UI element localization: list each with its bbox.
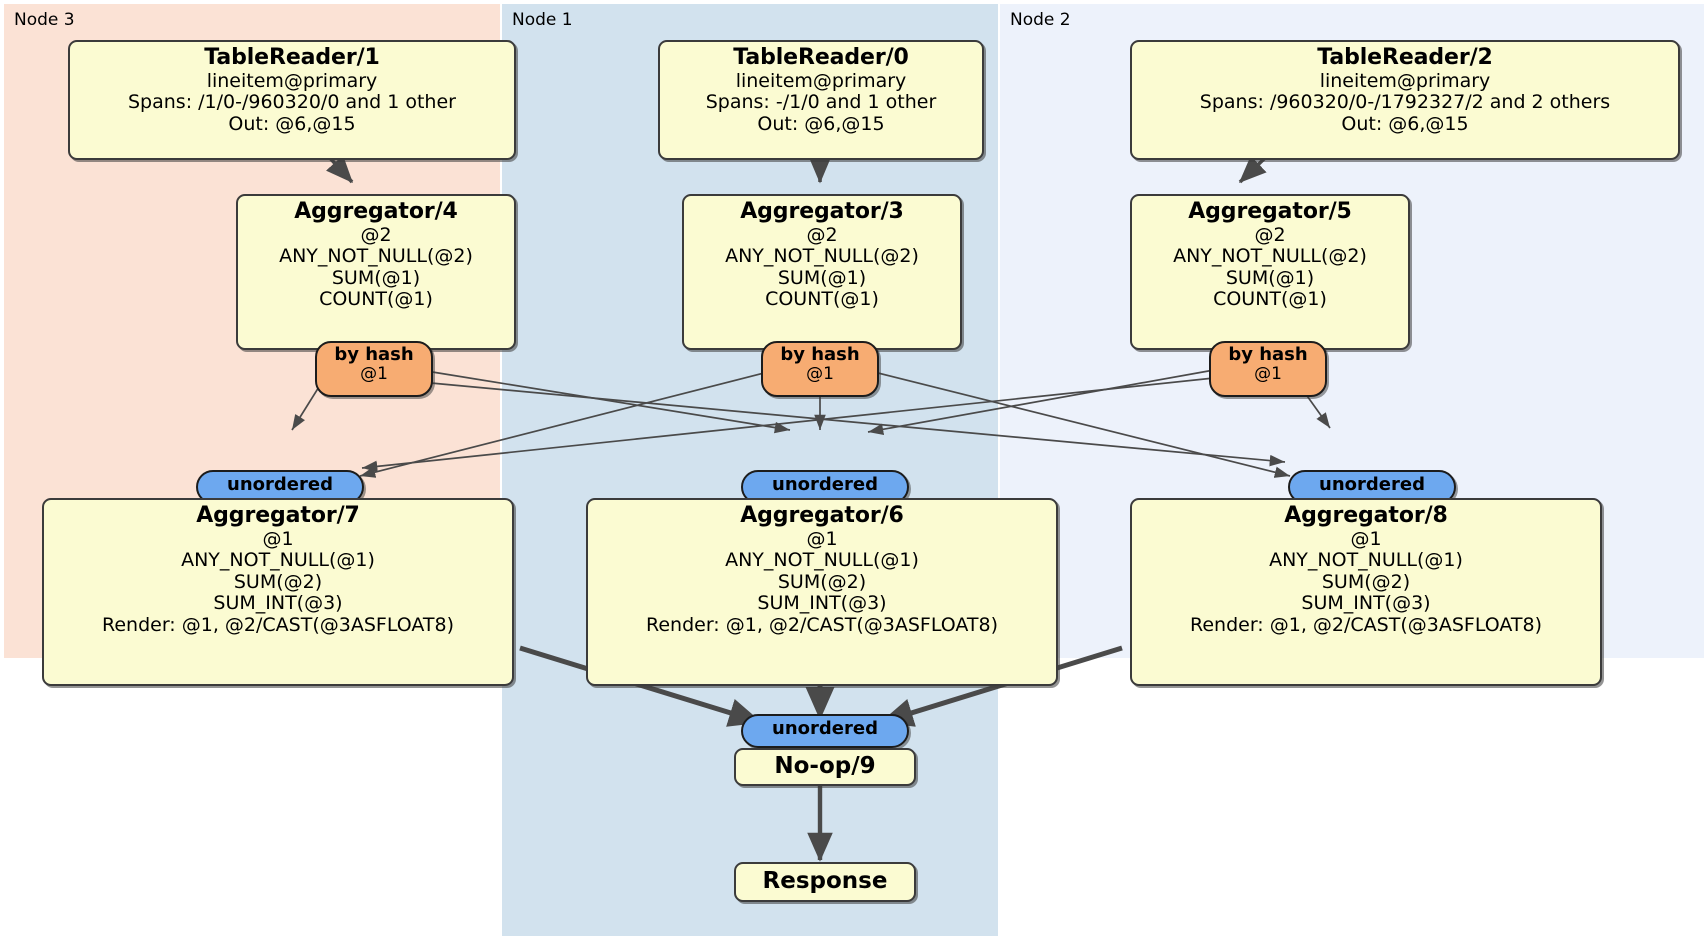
processor-line: ANY_NOT_NULL(@2) [1173, 245, 1367, 268]
processor-line: ANY_NOT_NULL(@1) [1269, 549, 1463, 572]
router-by-hash-left[interactable]: by hash @1 [315, 341, 433, 397]
processor-line: SUM(@1) [1225, 266, 1315, 289]
processor-line: Out: @6,@15 [228, 112, 356, 135]
processor-line: Spans: /1/0-/960320/0 and 1 other [128, 91, 456, 114]
processor-line: ANY_NOT_NULL(@2) [279, 245, 473, 268]
processor-box-aggregator-4[interactable]: Aggregator/4 @2 ANY_NOT_NULL(@2) SUM(@1)… [236, 194, 516, 350]
processor-line: SUM_INT(@3) [213, 592, 343, 615]
processor-line: @2 [360, 223, 392, 246]
router-title: unordered [1319, 474, 1425, 495]
processor-line: ANY_NOT_NULL(@2) [725, 245, 919, 268]
processor-line: SUM(@2) [1321, 570, 1411, 593]
processor-title: Aggregator/6 [740, 503, 904, 528]
processor-box-tablereader-1[interactable]: TableReader/1 lineitem@primary Spans: /1… [68, 40, 516, 160]
processor-box-noop-9[interactable]: No-op/9 [734, 748, 916, 786]
processor-line: lineitem@primary [735, 69, 907, 92]
node-panel-label-node3: Node 3 [14, 10, 75, 30]
processor-line: lineitem@primary [206, 69, 378, 92]
processor-line: Spans: -/1/0 and 1 other [705, 91, 937, 114]
processor-line: @2 [806, 223, 838, 246]
processor-line: SUM(@2) [777, 570, 867, 593]
router-sub: @1 [806, 364, 834, 385]
processor-box-aggregator-5[interactable]: Aggregator/5 @2 ANY_NOT_NULL(@2) SUM(@1)… [1130, 194, 1410, 350]
processor-line: ANY_NOT_NULL(@1) [181, 549, 375, 572]
processor-box-aggregator-7[interactable]: Aggregator/7 @1 ANY_NOT_NULL(@1) SUM(@2)… [42, 498, 514, 686]
processor-line: COUNT(@1) [765, 288, 879, 311]
processor-title: Aggregator/8 [1284, 503, 1448, 528]
processor-line: COUNT(@1) [1213, 288, 1327, 311]
processor-title: Aggregator/3 [740, 199, 904, 224]
router-by-hash-center[interactable]: by hash @1 [761, 341, 879, 397]
router-sub: @1 [360, 364, 388, 385]
processor-line: SUM(@1) [331, 266, 421, 289]
processor-line: SUM_INT(@3) [757, 592, 887, 615]
processor-box-tablereader-0[interactable]: TableReader/0 lineitem@primary Spans: -/… [658, 40, 984, 160]
processor-line: @2 [1254, 223, 1286, 246]
processor-box-aggregator-3[interactable]: Aggregator/3 @2 ANY_NOT_NULL(@2) SUM(@1)… [682, 194, 962, 350]
processor-title: Response [762, 868, 888, 894]
processor-title: Aggregator/5 [1188, 199, 1352, 224]
router-sub: @1 [1254, 364, 1282, 385]
router-title: by hash [780, 344, 860, 365]
processor-line: SUM(@1) [777, 266, 867, 289]
router-title: by hash [1228, 344, 1308, 365]
processor-box-aggregator-8[interactable]: Aggregator/8 @1 ANY_NOT_NULL(@1) SUM(@2)… [1130, 498, 1602, 686]
processor-line: Render: @1, @2/CAST(@3ASFLOAT8) [102, 613, 454, 636]
processor-line: ANY_NOT_NULL(@1) [725, 549, 919, 572]
processor-line: Out: @6,@15 [1341, 112, 1469, 135]
router-unordered-final[interactable]: unordered [741, 714, 909, 748]
processor-title: TableReader/0 [733, 45, 909, 70]
processor-title: Aggregator/7 [196, 503, 360, 528]
processor-box-response[interactable]: Response [734, 862, 916, 902]
router-title: by hash [334, 344, 414, 365]
processor-box-aggregator-6[interactable]: Aggregator/6 @1 ANY_NOT_NULL(@1) SUM(@2)… [586, 498, 1058, 686]
router-title: unordered [227, 474, 333, 495]
router-by-hash-right[interactable]: by hash @1 [1209, 341, 1327, 397]
processor-line: COUNT(@1) [319, 288, 433, 311]
processor-title: TableReader/2 [1317, 45, 1493, 70]
processor-title: TableReader/1 [204, 45, 380, 70]
processor-line: Spans: /960320/0-/1792327/2 and 2 others [1199, 91, 1611, 114]
node-panel-label-node2: Node 2 [1010, 10, 1071, 30]
processor-line: SUM(@2) [233, 570, 323, 593]
router-title: unordered [772, 474, 878, 495]
processor-line: Render: @1, @2/CAST(@3ASFLOAT8) [646, 613, 998, 636]
processor-title: No-op/9 [774, 753, 876, 779]
processor-line: @1 [262, 527, 294, 550]
processor-line: Out: @6,@15 [757, 112, 885, 135]
processor-line: @1 [806, 527, 838, 550]
processor-box-tablereader-2[interactable]: TableReader/2 lineitem@primary Spans: /9… [1130, 40, 1680, 160]
processor-title: Aggregator/4 [294, 199, 458, 224]
processor-line: Render: @1, @2/CAST(@3ASFLOAT8) [1190, 613, 1542, 636]
processor-line: SUM_INT(@3) [1301, 592, 1431, 615]
processor-line: lineitem@primary [1319, 69, 1491, 92]
processor-line: @1 [1350, 527, 1382, 550]
node-panel-label-node1: Node 1 [512, 10, 573, 30]
router-title: unordered [772, 718, 878, 739]
